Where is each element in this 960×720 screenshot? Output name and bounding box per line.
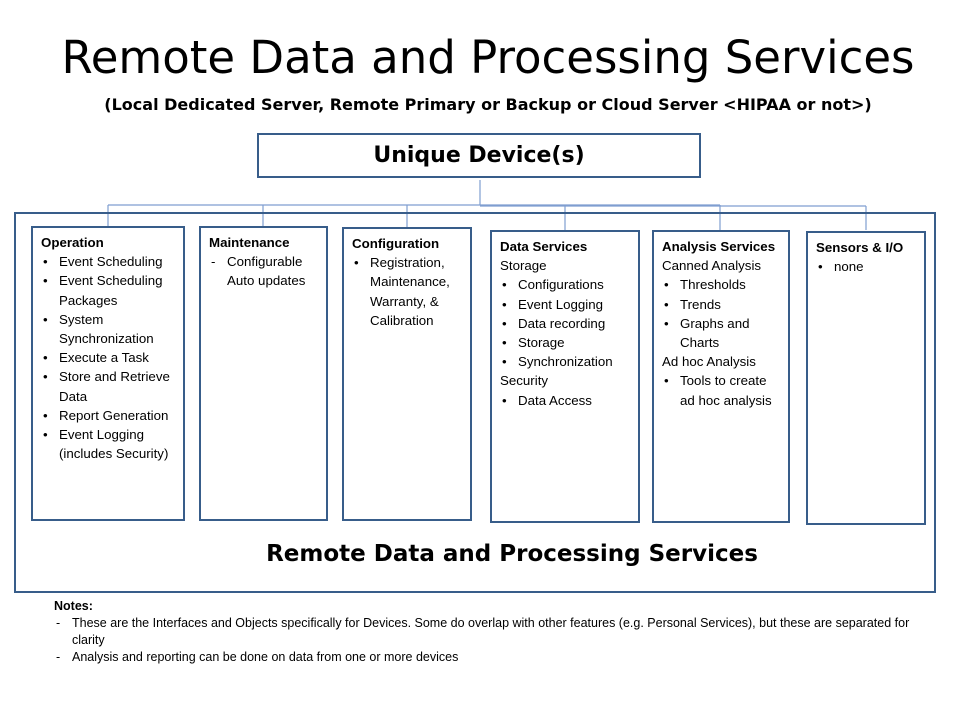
service-box-sensors-io: Sensors & I/O none [806,231,926,525]
service-list-item: Event Logging [500,295,634,314]
service-heading: Analysis Services [662,239,776,254]
service-box-maintenance: MaintenanceConfigurable Auto updates [199,226,328,521]
service-heading: Sensors & I/O [816,240,904,255]
notes-section: Notes: These are the Interfaces and Obje… [54,598,934,666]
service-list-item: Configurable Auto updates [209,252,322,290]
unique-devices-box: Unique Device(s) [257,133,701,178]
page-title: Remote Data and Processing Services [61,31,915,84]
service-list-item: Event Scheduling Packages [41,271,179,309]
service-item-list: Tools to create ad hoc analysis [662,371,784,409]
service-item-list: Event SchedulingEvent Scheduling Package… [41,252,179,463]
service-list-item: System Synchronization [41,310,179,348]
service-section-label: Storage [500,258,547,274]
notes-heading: Notes: [54,599,93,613]
service-heading: Maintenance [209,235,290,250]
service-list-item: Event Scheduling [41,252,179,271]
service-list-item: Data Access [500,391,634,410]
service-section-label: Security [500,373,549,389]
service-list-item: Configurations [500,275,634,294]
service-list-item: Execute a Task [41,348,179,367]
page-subtitle: (Local Dedicated Server, Remote Primary … [104,95,872,114]
notes-list: These are the Interfaces and Objects spe… [54,615,934,666]
service-item-list: Data Access [500,391,634,410]
service-list-item: Trends [662,295,784,314]
remote-services-label: Remote Data and Processing Services [266,541,758,567]
service-list-item: Graphs and Charts [662,314,784,352]
service-list-item: Storage [500,333,634,352]
service-item-list: Registration, Maintenance, Warranty, & C… [352,253,466,330]
service-heading: Configuration [352,236,440,251]
service-item-list: Configurable Auto updates [209,252,322,290]
service-list-item: none [816,257,920,276]
service-list-item: Data recording [500,314,634,333]
service-item-list: ThresholdsTrendsGraphs and Charts [662,275,784,352]
service-list-item: Store and Retrieve Data [41,367,179,405]
service-list-item: Synchronization [500,352,634,371]
service-heading: Operation [41,235,104,250]
service-list-item: Thresholds [662,275,784,294]
service-list-item: Event Logging (includes Security) [41,425,179,463]
service-list-item: Tools to create ad hoc analysis [662,371,784,409]
service-box-data-services: Data ServicesStorageConfigurationsEvent … [490,230,640,523]
service-section-label: Canned Analysis [662,258,762,274]
service-list-item: Registration, Maintenance, Warranty, & C… [352,253,466,330]
service-box-operation: OperationEvent SchedulingEvent Schedulin… [31,226,185,521]
service-section-label: Ad hoc Analysis [662,354,756,370]
service-list-item: Report Generation [41,406,179,425]
service-item-list: none [816,257,920,276]
service-box-configuration: ConfigurationRegistration, Maintenance, … [342,227,472,521]
service-item-list: ConfigurationsEvent LoggingData recordin… [500,275,634,371]
service-heading: Data Services [500,239,588,254]
note-item: These are the Interfaces and Objects spe… [54,615,934,649]
note-item: Analysis and reporting can be done on da… [54,649,934,666]
remote-services-container [14,212,936,593]
